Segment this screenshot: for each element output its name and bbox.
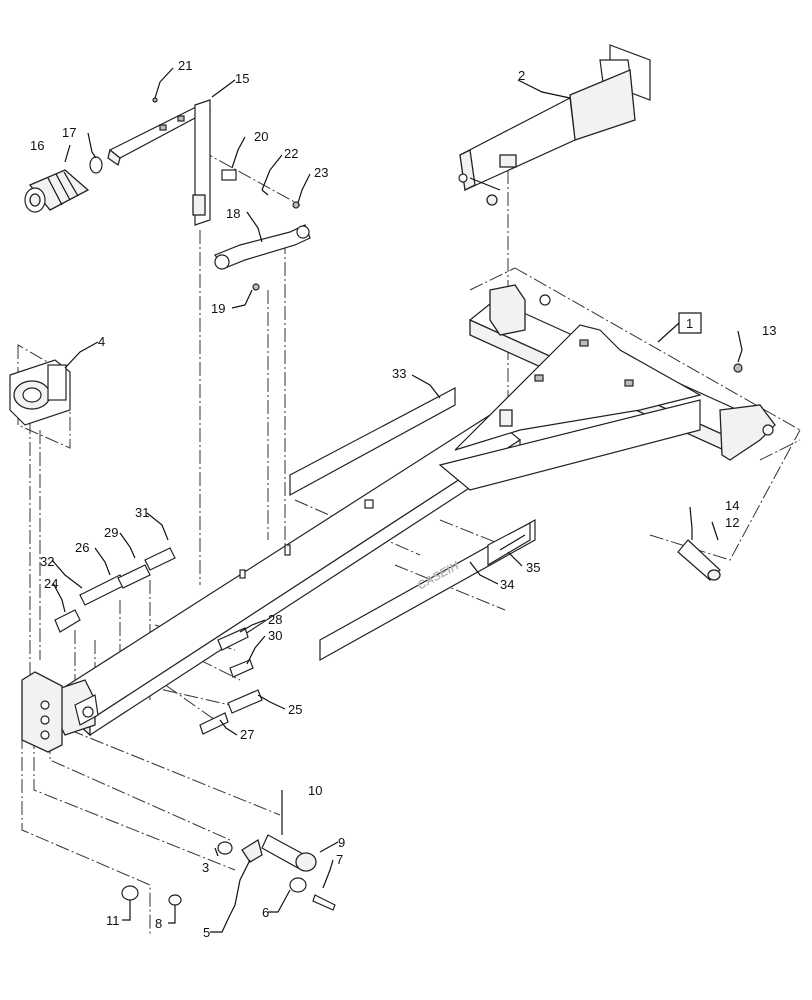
callout-8: 8 — [155, 916, 162, 931]
callout-2: 2 — [518, 68, 525, 83]
callout-26: 26 — [75, 540, 89, 555]
wrench — [214, 224, 311, 270]
callout-5: 5 — [203, 925, 210, 940]
callout-13: 13 — [762, 323, 776, 338]
safety-coupler — [24, 156, 103, 213]
callout-9: 9 — [338, 835, 345, 850]
callout-10: 10 — [308, 783, 322, 798]
storage-bracket — [107, 99, 212, 226]
hitch-ring — [9, 359, 71, 426]
callout-18: 18 — [226, 206, 240, 221]
callout-31: 31 — [135, 505, 149, 520]
callout-14: 14 — [725, 498, 739, 513]
callout-20: 20 — [254, 129, 268, 144]
callout-35: 35 — [526, 560, 540, 575]
jack — [458, 44, 651, 206]
decals-large: CASEIH — [289, 387, 536, 662]
callout-27: 27 — [240, 727, 254, 742]
callout-12: 12 — [725, 515, 739, 530]
callout-34: 34 — [500, 577, 514, 592]
leader-lines — [51, 67, 743, 933]
callout-30: 30 — [268, 628, 282, 643]
callout-labels: 1 2 3 4 5 6 7 8 9 10 11 12 13 14 15 16 1… — [30, 58, 776, 940]
phantom-lines — [17, 149, 801, 935]
callout-17: 17 — [62, 125, 76, 140]
callout-21: 21 — [178, 58, 192, 73]
callout-22: 22 — [284, 146, 298, 161]
callout-33: 33 — [392, 366, 406, 381]
callout-32: 32 — [40, 554, 54, 569]
callout-1: 1 — [686, 316, 693, 331]
callout-29: 29 — [104, 525, 118, 540]
callout-19: 19 — [211, 301, 225, 316]
callout-4: 4 — [98, 334, 105, 349]
drawbar-frame — [21, 284, 776, 753]
hitch-pin — [677, 528, 721, 581]
small-hardware — [152, 97, 743, 373]
callout-15: 15 — [235, 71, 249, 86]
bottom-hardware — [121, 812, 336, 916]
callout-11: 11 — [106, 913, 120, 928]
callout-25: 25 — [288, 702, 302, 717]
callout-6: 6 — [262, 905, 269, 920]
decals-small — [54, 547, 263, 735]
callout-24: 24 — [44, 576, 58, 591]
callout-23: 23 — [314, 165, 328, 180]
callout-7: 7 — [336, 852, 343, 867]
callout-16: 16 — [30, 138, 44, 153]
callout-28: 28 — [268, 612, 282, 627]
callout-3: 3 — [202, 860, 209, 875]
